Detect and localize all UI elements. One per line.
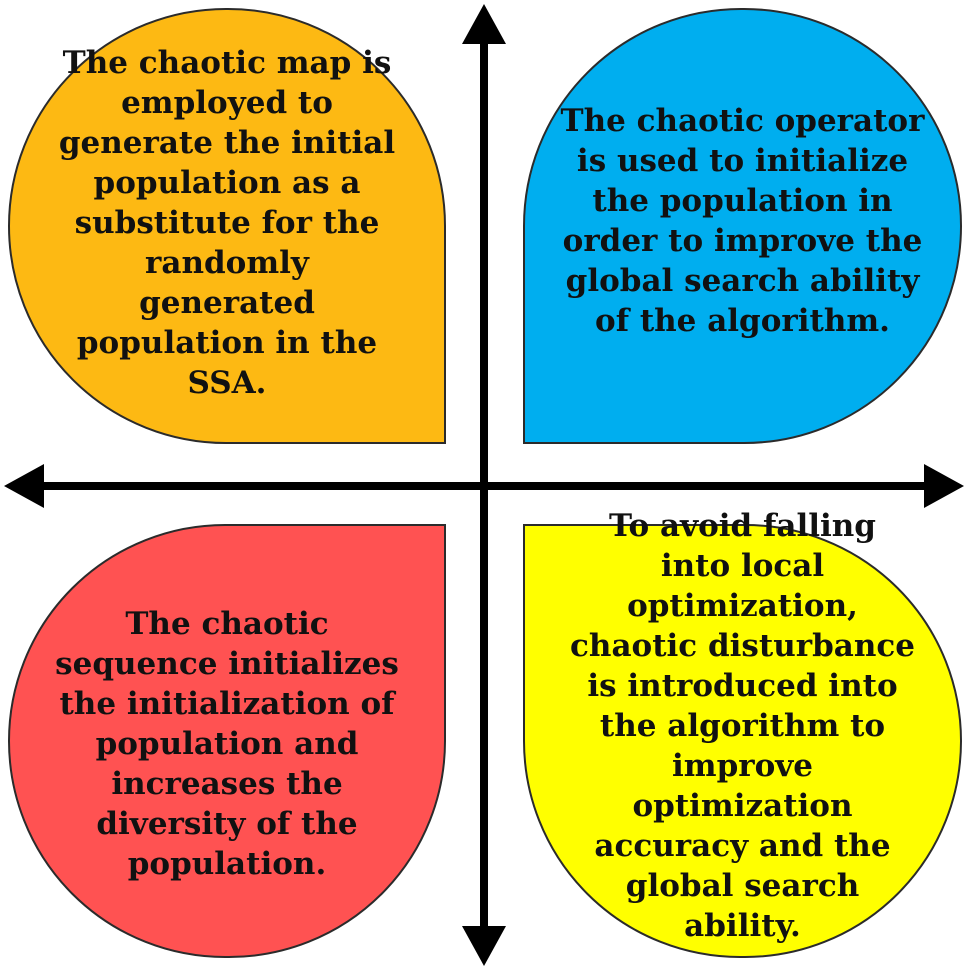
down-arrow-head: [462, 926, 506, 966]
quadrant-bottom-left-text: The chaotic sequence initializes the ini…: [55, 606, 399, 882]
up-arrow-head: [462, 4, 506, 44]
quadrant-bottom-right: To avoid falling into local optimization…: [523, 508, 962, 958]
quadrant-top-right: The chaotic operator is used to initiali…: [523, 8, 962, 444]
quadrant-top-left: The chaotic map is employed to generate …: [8, 8, 446, 444]
right-arrow-head: [924, 464, 964, 508]
quadrant-top-right-text: The chaotic operator is used to initiali…: [560, 103, 925, 339]
left-arrow-head: [4, 464, 44, 508]
quadrant-bottom-left: The chaotic sequence initializes the ini…: [8, 524, 446, 958]
quadrant-top-left-text: The chaotic map is employed to generate …: [58, 45, 396, 401]
quadrant-bottom-right-text: To avoid falling into local optimization…: [570, 508, 915, 944]
